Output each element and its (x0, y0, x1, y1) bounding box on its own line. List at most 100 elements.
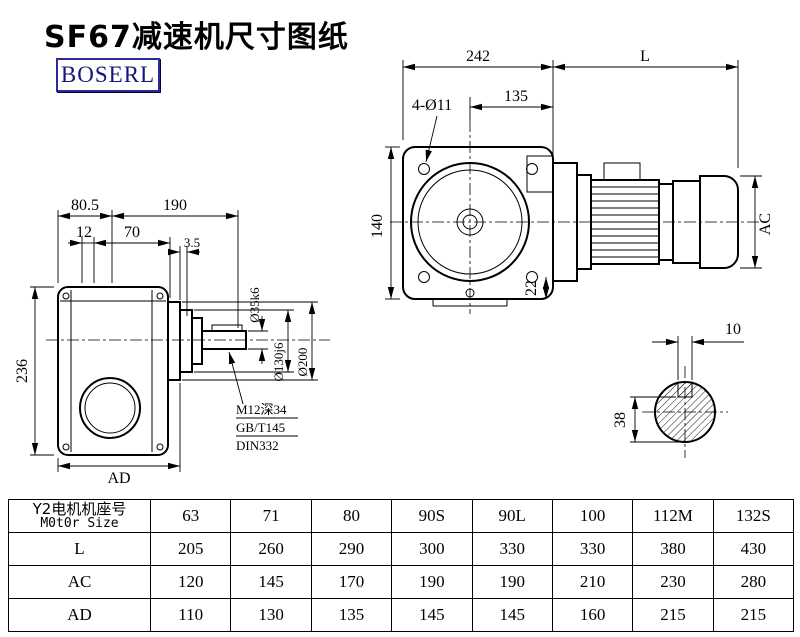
note-din332: DIN332 (236, 438, 279, 453)
value-cell: 205 (149, 532, 232, 566)
size-cell: 80 (310, 499, 393, 533)
dim-text-38: 38 (612, 412, 629, 428)
value-cell: 170 (310, 565, 393, 599)
tapped-hole-note: M12深34 GB/T145 DIN332 (228, 351, 298, 453)
logo-text: BOSERL (60, 62, 156, 87)
row-label-AD: AD (8, 598, 151, 632)
dim-38: 38 (612, 396, 683, 443)
dim-3-5: 3.5 (168, 235, 200, 316)
value-cell: 290 (310, 532, 393, 566)
dim-AD: AD (57, 383, 181, 487)
dim-text-22: 22 (523, 280, 540, 296)
output-bore-circle (79, 377, 141, 439)
dim-text-AD: AD (107, 470, 130, 487)
value-cell: 280 (712, 565, 795, 599)
gearbox-housing (402, 146, 554, 300)
size-cell: 100 (551, 499, 634, 533)
shaft-bore-circle (456, 208, 484, 236)
value-cell: 430 (712, 532, 795, 566)
shaft-end-view: 10 38 (612, 321, 744, 458)
row-label-L: L (8, 532, 151, 566)
value-cell: 330 (551, 532, 634, 566)
header-cn: Y2电机机座号 (32, 500, 127, 518)
value-cell: 130 (230, 598, 312, 632)
dim-AC: AC (740, 175, 774, 269)
value-cell: 145 (471, 598, 553, 632)
row-label-AC: AC (8, 565, 151, 599)
value-cell: 190 (391, 565, 473, 599)
dim-O200: Ø200 (182, 301, 318, 381)
value-cell: 230 (632, 565, 714, 599)
bolt-holes (418, 163, 538, 283)
size-cell: 71 (230, 499, 312, 533)
note-m12: M12深34 (236, 402, 287, 417)
table-row-AD: AD 110 130 135 145 145 160 215 215 (8, 598, 795, 632)
dim-text-12: 12 (76, 224, 92, 241)
page-title: SF67减速机尺寸图纸 (44, 20, 349, 55)
motor-fins (592, 186, 658, 258)
flange-inner-circle (417, 169, 523, 275)
value-cell: 160 (551, 598, 634, 632)
motor-size-table: Y2电机机座号 M0t0r Size 63 71 80 90S 90L 100 … (8, 499, 795, 632)
value-cell: 110 (149, 598, 232, 632)
dim-text-140: 140 (369, 214, 386, 238)
shaft-key (211, 324, 243, 332)
technical-drawing: 242 L 135 4-Ø11 140 (14, 48, 774, 487)
dim-text-4xO11: 4-Ø11 (412, 97, 452, 114)
side-view: 80.5 190 12 70 3.5 (14, 197, 330, 487)
size-cell: 90S (391, 499, 473, 533)
dim-80-5-and-190: 80.5 190 (57, 197, 239, 328)
dim-text-O35k6: Ø35k6 (247, 287, 262, 323)
body-bolt-holes (62, 292, 164, 451)
value-cell: 380 (632, 532, 714, 566)
dim-10: 10 (652, 321, 744, 380)
dim-12-and-70: 12 70 (68, 224, 171, 298)
dim-L: L (553, 48, 739, 168)
motor-body (552, 162, 739, 282)
dim-242: 242 (402, 48, 554, 156)
motor-frame-header-cell: Y2电机机座号 M0t0r Size (8, 499, 151, 533)
value-cell: 330 (471, 532, 553, 566)
size-cell: 90L (471, 499, 553, 533)
value-cell: 145 (391, 598, 473, 632)
front-view: 242 L 135 4-Ø11 140 (369, 48, 774, 314)
table-row-L: L 205 260 290 300 330 330 380 430 (8, 532, 795, 566)
size-cell: 63 (149, 499, 232, 533)
dim-236: 236 (14, 286, 54, 456)
dim-O130j6: Ø130j6 (194, 309, 294, 382)
size-cell: 132S (712, 499, 795, 533)
dim-22: 22 (523, 277, 550, 299)
dim-text-242: 242 (466, 48, 490, 65)
dim-text-70: 70 (124, 224, 140, 241)
size-cell: 112M (632, 499, 714, 533)
header-en: M0t0r Size (40, 516, 119, 531)
dim-O35k6: Ø35k6 (247, 287, 268, 364)
value-cell: 190 (471, 565, 553, 599)
value-cell: 120 (149, 565, 232, 599)
input-flange-stack (167, 301, 203, 381)
mounting-foot (432, 288, 508, 307)
value-cell: 215 (712, 598, 795, 632)
keyway-slot (677, 381, 693, 398)
dim-text-190: 190 (163, 197, 187, 214)
dim-text-10: 10 (725, 321, 741, 338)
shaft-center-circle (462, 214, 478, 230)
value-cell: 215 (632, 598, 714, 632)
dim-text-135: 135 (504, 88, 528, 105)
table-row-frame-sizes: Y2电机机座号 M0t0r Size 63 71 80 90S 90L 100 … (8, 499, 795, 533)
value-cell: 135 (310, 598, 393, 632)
value-cell: 210 (551, 565, 634, 599)
note-gbt145: GB/T145 (236, 420, 285, 435)
dim-135: 135 (469, 88, 553, 120)
dim-140: 140 (369, 146, 400, 300)
value-cell: 260 (230, 532, 312, 566)
dim-4xO11: 4-Ø11 (412, 97, 452, 163)
value-cell: 145 (230, 565, 312, 599)
dim-text-O130j6: Ø130j6 (271, 342, 286, 382)
dim-text-L: L (640, 48, 650, 65)
value-cell: 300 (391, 532, 473, 566)
fan-cover (699, 175, 739, 269)
dim-text-80-5: 80.5 (71, 197, 99, 214)
dim-text-236: 236 (14, 359, 31, 383)
